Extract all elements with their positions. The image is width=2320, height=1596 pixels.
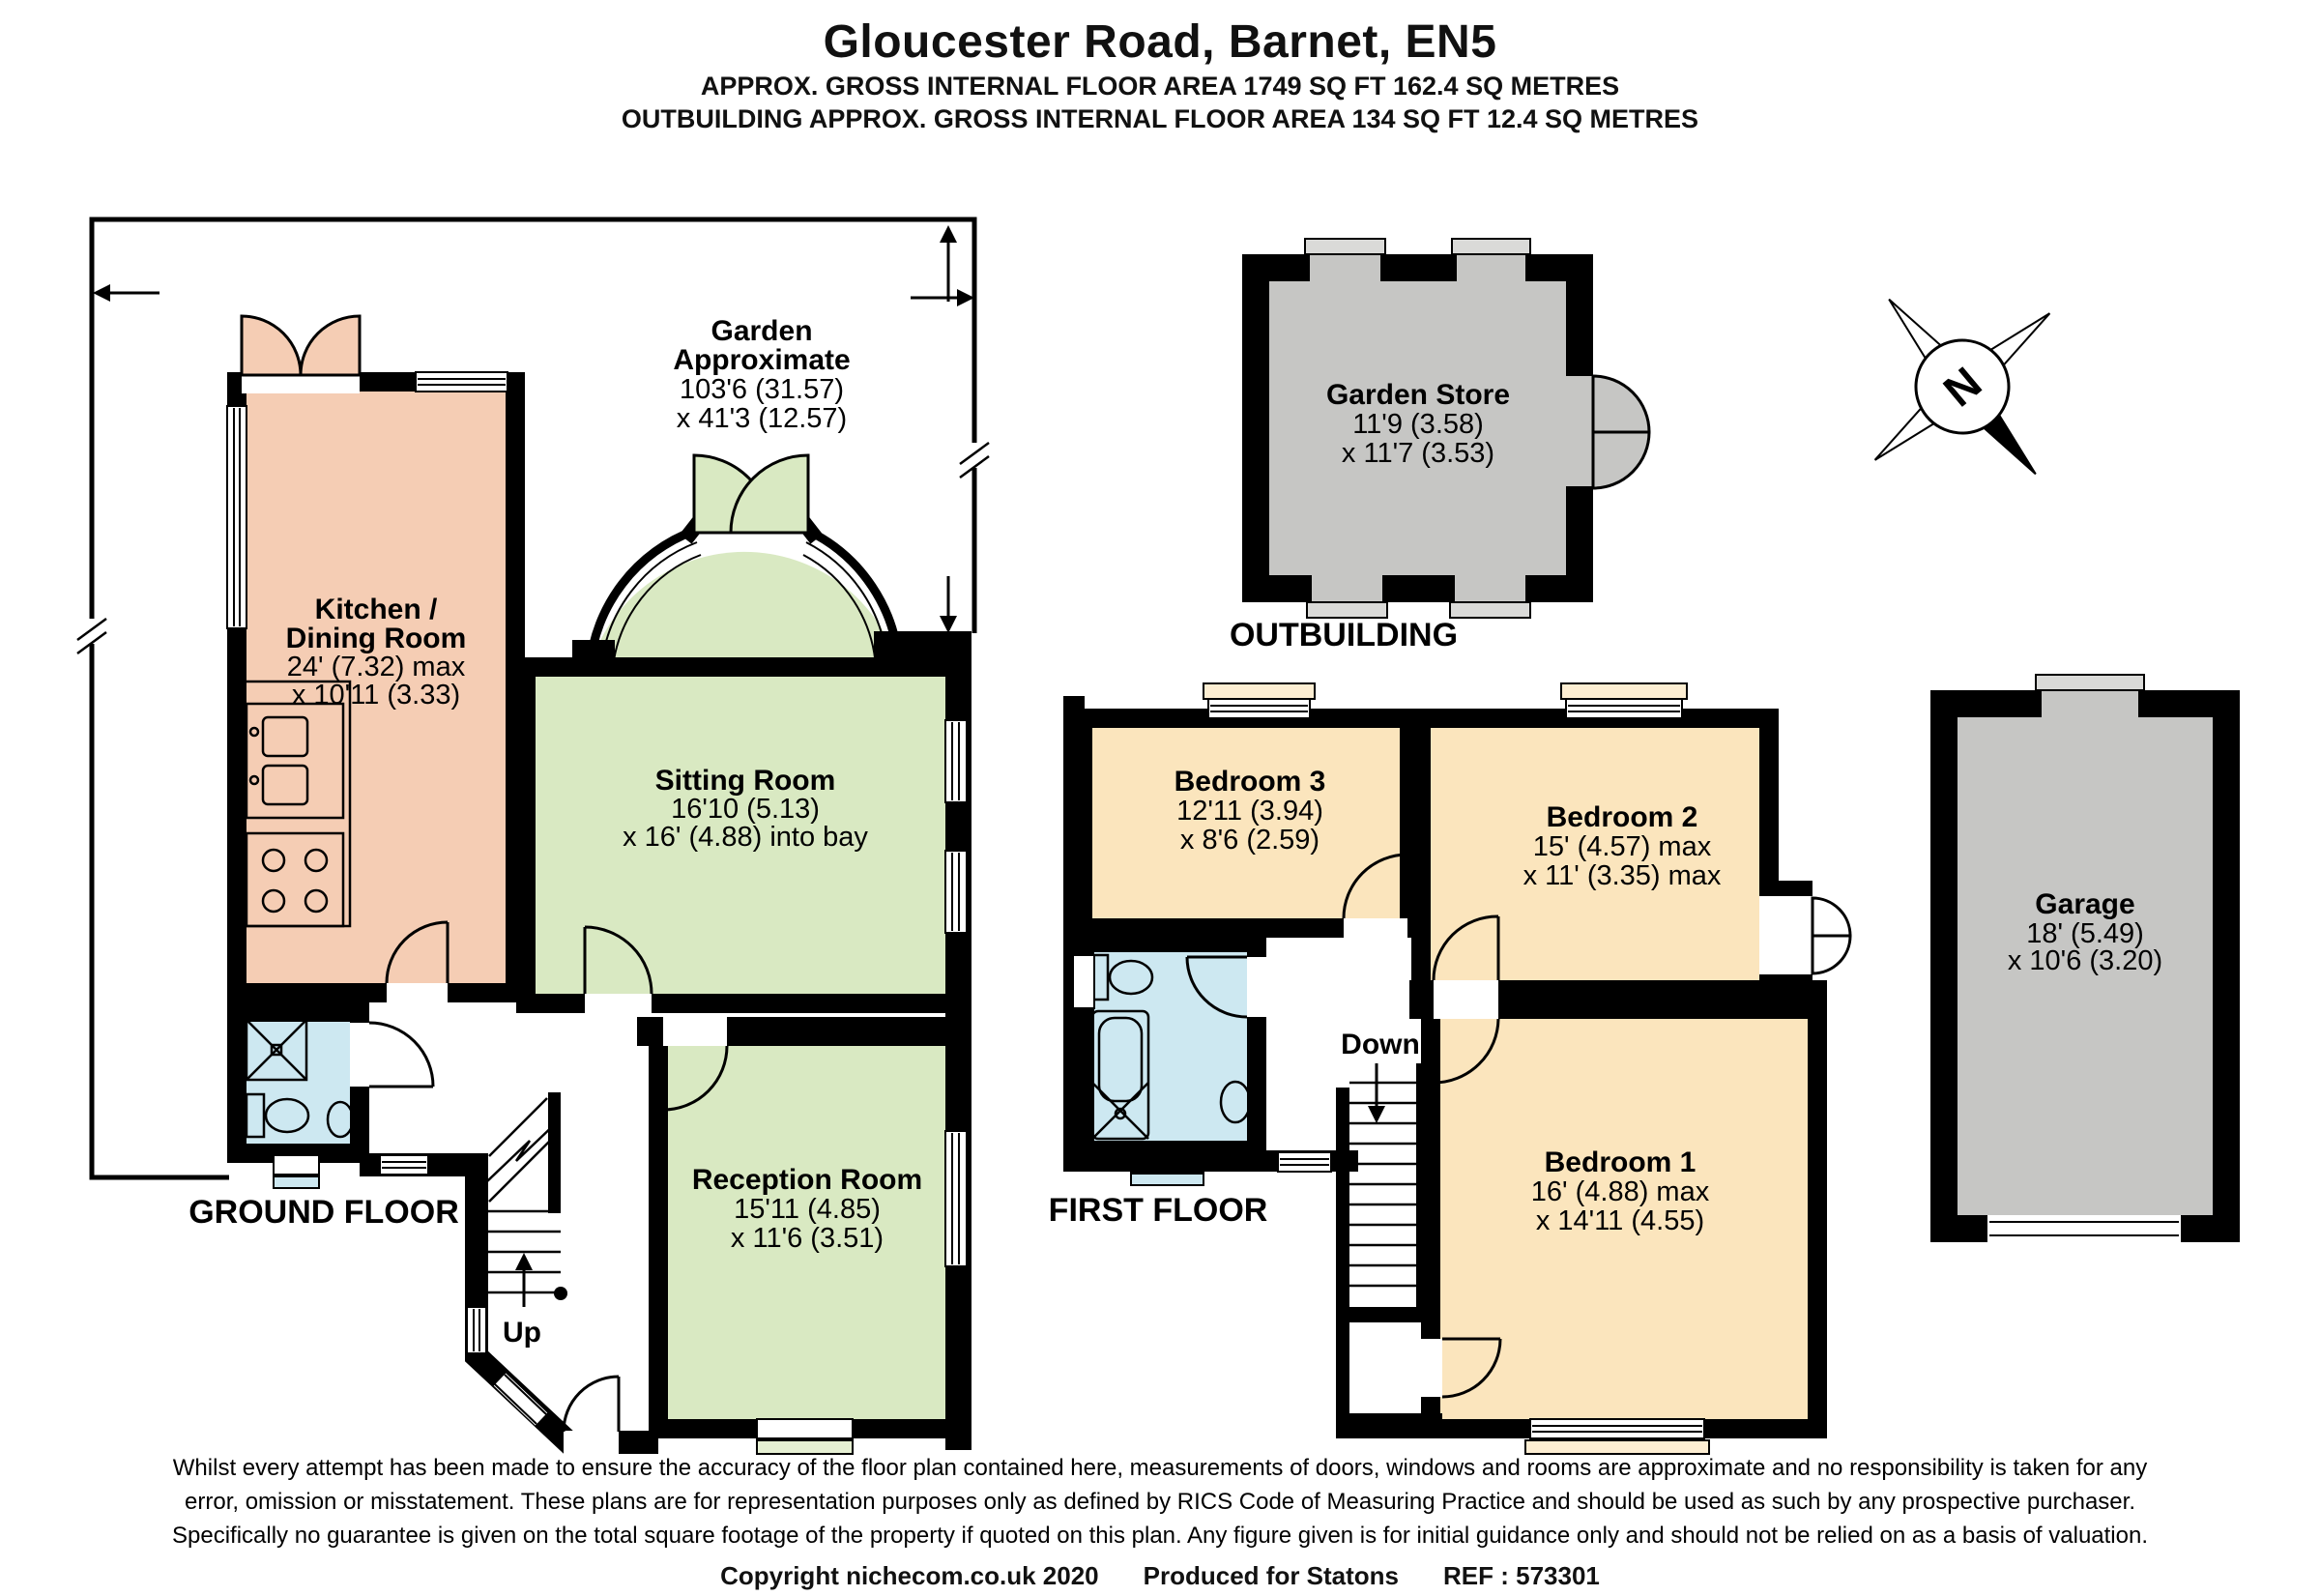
garage-dim2: x 10'6 (3.20) — [2008, 945, 2162, 976]
produced-for-text: Produced for Statons — [1143, 1561, 1400, 1590]
reception-room-name: Reception Room — [692, 1164, 922, 1196]
reception-room: Reception Room 15'11 (4.85) x 11'6 (3.51… — [637, 1017, 968, 1455]
bedroom-3-dim1: 12'11 (3.94) — [1176, 796, 1323, 827]
shower-room — [227, 1002, 435, 1189]
bathroom — [1072, 933, 1266, 1186]
front-door — [562, 1375, 621, 1433]
page-title: Gloucester Road, Barnet, EN5 — [823, 16, 1497, 68]
reception-room-dim1: 15'11 (4.85) — [734, 1194, 881, 1225]
garage-label: Garage 18' (5.49) x 10'6 (3.20) — [2008, 888, 2162, 976]
kitchen-fixtures — [245, 680, 352, 928]
bedroom-3-dim2: x 8'6 (2.59) — [1180, 825, 1320, 856]
outbuilding-label: OUTBUILDING — [1230, 617, 1458, 653]
garden-store-name: Garden Store — [1326, 379, 1510, 411]
kitchen-dim2: x 10'11 (3.33) — [292, 680, 460, 711]
bedroom-2-dim1: 15' (4.57) max — [1533, 831, 1712, 862]
kitchen-french-door-left — [240, 314, 303, 377]
bedroom-2: Bedroom 2 15' (4.57) max x 11' (3.35) ma… — [1411, 682, 1852, 1000]
front-door-opening — [564, 1431, 619, 1454]
bay-french-door-right — [729, 453, 810, 535]
reception-room-label: Reception Room 15'11 (4.85) x 11'6 (3.51… — [692, 1164, 922, 1254]
garden-store-doors — [1566, 374, 1651, 490]
hallway: Up — [360, 920, 658, 1454]
sitting-room-dim2: x 16' (4.88) into bay — [623, 822, 868, 853]
ground-floor-plan: Garden Approximate 103'6 (31.57) x 41'3 … — [76, 217, 990, 1455]
garden-store-dim1: 11'9 (3.58) — [1352, 409, 1484, 440]
stairs-down: Down — [1336, 1029, 1442, 1438]
copyright-text: Copyright nichecom.co.uk 2020 — [720, 1561, 1099, 1590]
bedroom-1-label: Bedroom 1 16' (4.88) max x 14'11 (4.55) — [1531, 1146, 1710, 1236]
bedroom-1-dim2: x 14'11 (4.55) — [1536, 1205, 1704, 1236]
bedroom-2-label: Bedroom 2 15' (4.57) max x 11' (3.35) ma… — [1523, 801, 1722, 891]
garden-dim2: x 41'3 (12.57) — [677, 403, 847, 434]
outbuilding-area-line: OUTBUILDING APPROX. GROSS INTERNAL FLOOR… — [621, 104, 1699, 133]
shower-room-fixtures — [245, 1018, 355, 1139]
stairs-down-label: Down — [1341, 1029, 1420, 1060]
garage-door-opening — [1987, 1215, 2181, 1242]
garage-dim1: 18' (5.49) — [2026, 918, 2144, 949]
sitting-room-label: Sitting Room 16'10 (5.13) x 16' (4.88) i… — [623, 765, 868, 853]
kitchen-dim1: 24' (7.32) max — [287, 652, 466, 682]
sitting-room: Sitting Room 16'10 (5.13) x 16' (4.88) i… — [516, 453, 972, 1450]
kitchen-french-door-right — [299, 314, 362, 377]
hall-diagonal-window — [493, 1373, 548, 1426]
kitchen-name-line1: Kitchen / — [315, 594, 438, 625]
garden-label: Garden Approximate 103'6 (31.57) x 41'3 … — [673, 315, 850, 434]
garden-dimension-arrows — [93, 225, 974, 633]
bedroom-3-name: Bedroom 3 — [1174, 766, 1326, 798]
garage-name: Garage — [2035, 888, 2134, 920]
garden-store-dim2: x 11'7 (3.53) — [1342, 438, 1494, 469]
garden-name-line1: Garden — [710, 315, 812, 347]
reference-number: REF : 573301 — [1443, 1561, 1600, 1590]
outbuilding-plan: Garden Store 11'9 (3.58) x 11'7 (3.53) O… — [1230, 238, 1651, 653]
stairs-up: Up — [486, 1092, 567, 1349]
disclaimer-line-3: Specifically no guarantee is given on th… — [172, 1523, 2148, 1549]
bedroom-2-eaves-doors — [1759, 881, 1852, 990]
bedroom-2-dim2: x 11' (3.35) max — [1523, 860, 1722, 891]
bedroom-2-name: Bedroom 2 — [1547, 801, 1698, 833]
bedroom-1-dim1: 16' (4.88) max — [1531, 1176, 1710, 1207]
boundary-break-right — [965, 443, 984, 468]
garden-boundary: Garden Approximate 103'6 (31.57) x 41'3 … — [76, 217, 990, 1180]
kitchen-name-line2: Dining Room — [286, 623, 467, 654]
kitchen-dining-room: Kitchen / Dining Room 24' (7.32) max x 1… — [226, 314, 525, 1002]
ground-floor-label: GROUND FLOOR — [188, 1194, 459, 1231]
boundary-break-left — [82, 619, 102, 644]
disclaimer-line-1: Whilst every attempt has been made to en… — [172, 1455, 2148, 1481]
garden-store-label: Garden Store 11'9 (3.58) x 11'7 (3.53) — [1326, 379, 1510, 469]
bedroom-1-name: Bedroom 1 — [1545, 1146, 1696, 1178]
reception-room-dim2: x 11'6 (3.51) — [731, 1223, 884, 1254]
gross-area-line: APPROX. GROSS INTERNAL FLOOR AREA 1749 S… — [700, 72, 1620, 101]
compass-rose: N — [1873, 298, 2051, 476]
stairs-up-label: Up — [503, 1317, 541, 1349]
garden-name-line2: Approximate — [673, 344, 850, 376]
bedroom-1: Bedroom 1 16' (4.88) max x 14'11 (4.55) — [1409, 914, 1827, 1455]
garden-dim1: 103'6 (31.57) — [680, 374, 844, 405]
first-floor-label: FIRST FLOOR — [1049, 1192, 1268, 1229]
landing: Down — [1063, 1029, 1442, 1438]
copyright-row: Copyright nichecom.co.uk 2020 Produced f… — [0, 1561, 2320, 1591]
bedroom-3-label: Bedroom 3 12'11 (3.94) x 8'6 (2.59) — [1174, 766, 1326, 856]
disclaimer-line-2: error, omission or misstatement. These p… — [185, 1489, 2135, 1515]
garage-plan: Garage 18' (5.49) x 10'6 (3.20) — [1930, 674, 2240, 1242]
kitchen-label: Kitchen / Dining Room 24' (7.32) max x 1… — [286, 594, 467, 711]
sitting-room-name: Sitting Room — [655, 765, 836, 797]
sitting-room-dim1: 16'10 (5.13) — [671, 794, 820, 825]
bedroom-3: Bedroom 3 12'11 (3.94) x 8'6 (2.59) — [1073, 682, 1419, 938]
first-floor-plan: Bedroom 3 12'11 (3.94) x 8'6 (2.59) — [1049, 682, 1852, 1455]
